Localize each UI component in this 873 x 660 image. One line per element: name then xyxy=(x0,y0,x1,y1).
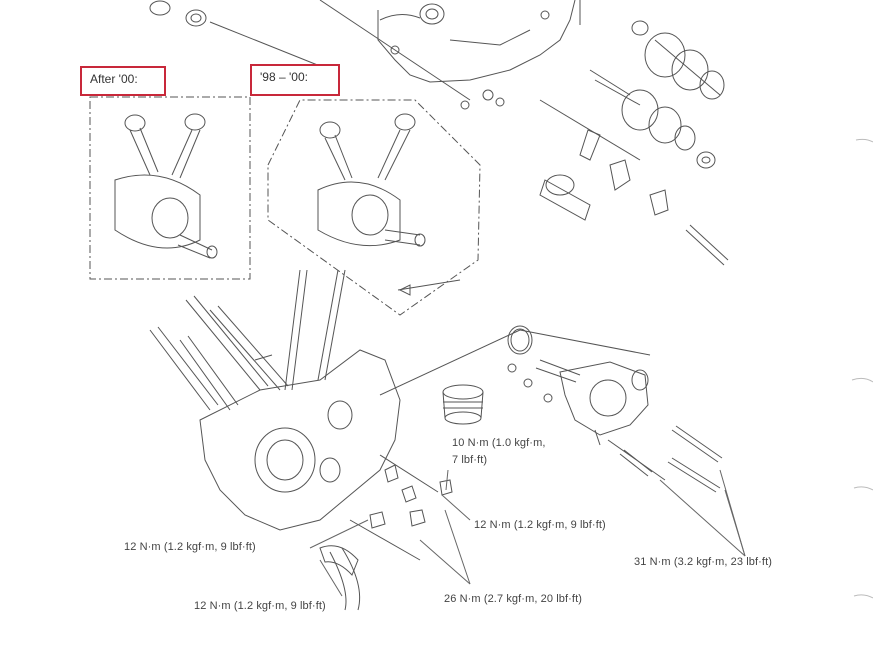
torque-10nm-cont: 7 lbf·ft) xyxy=(452,454,488,466)
torque-31nm: 31 N·m (3.2 kgf·m, 23 lbf·ft) xyxy=(634,556,772,568)
y98-00-frame xyxy=(267,99,481,316)
after-00-label: After '00: xyxy=(80,66,166,96)
torque-12nm-bottom: 12 N·m (1.2 kgf·m, 9 lbf·ft) xyxy=(194,600,326,612)
shift-forks-drum xyxy=(539,129,729,266)
oil-pump-assembly xyxy=(379,325,651,446)
after-00-crankshaft xyxy=(114,113,218,259)
oil-filter xyxy=(442,384,484,425)
pump-bolts xyxy=(607,425,723,493)
y98-00-label: '98 – '00: xyxy=(250,64,340,96)
upper-crankcase-half xyxy=(319,0,581,110)
torque-12nm-left: 12 N·m (1.2 kgf·m, 9 lbf·ft) xyxy=(124,541,256,553)
torque-10nm: 10 N·m (1.0 kgf·m, xyxy=(452,437,546,449)
transmission-gear-shafts xyxy=(539,20,725,169)
torque-26nm: 26 N·m (2.7 kgf·m, 20 lbf·ft) xyxy=(444,593,582,605)
after-00-frame xyxy=(89,96,251,280)
page-edge-marks xyxy=(851,138,873,599)
torque-leader-lines xyxy=(309,469,746,597)
torque-12nm-right: 12 N·m (1.2 kgf·m, 9 lbf·ft) xyxy=(474,519,606,531)
y98-00-crankshaft xyxy=(317,113,461,296)
lower-crankcase-half xyxy=(149,269,401,531)
top-left-bearing-parts xyxy=(149,0,331,71)
crankcase-fittings xyxy=(319,454,453,611)
